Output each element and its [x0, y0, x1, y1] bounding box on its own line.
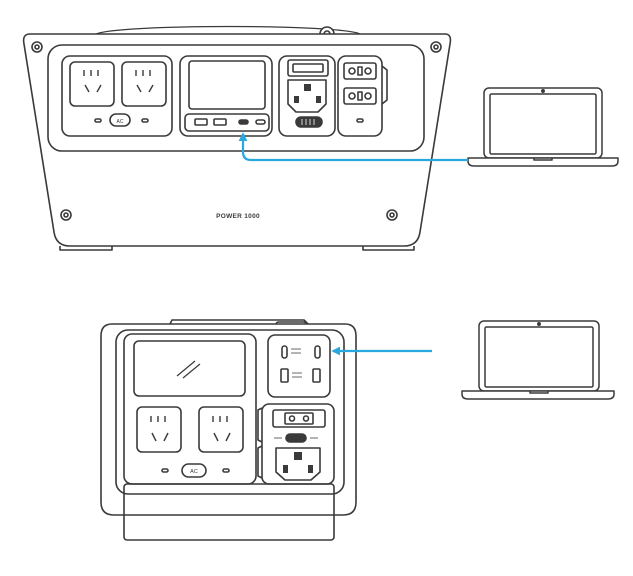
usb-a-port-icon [280, 368, 321, 383]
ac-outlet-icon [69, 61, 115, 107]
iec-socket-icon [275, 447, 321, 481]
ac-label: AC [190, 469, 198, 475]
iec-socket-icon [287, 79, 327, 113]
usb-c-port-icon [238, 119, 266, 125]
ac-button[interactable] [109, 113, 131, 127]
power-toggle-switch[interactable] [295, 116, 323, 128]
laptop-icon [467, 87, 619, 167]
ac-button[interactable] [181, 463, 207, 478]
ac-outlet-icon [198, 406, 244, 453]
display-screen [133, 340, 246, 397]
model-label: POWER 1000 [216, 213, 260, 220]
laptop-icon [461, 320, 615, 400]
display-screen [188, 60, 266, 110]
usb-c-port-icon [281, 345, 321, 359]
arrow-icon [238, 132, 468, 162]
dc-anderson-port-icon [343, 62, 377, 80]
ac-label: AC [117, 119, 124, 125]
power-toggle-switch[interactable] [285, 433, 307, 443]
ac-outlet-icon [136, 406, 182, 453]
dc-anderson-port-icon [272, 409, 326, 428]
screw-icon [31, 41, 442, 221]
power-station-front [22, 25, 452, 251]
usb-a-port-icon [194, 118, 227, 126]
power-station-compact [100, 319, 357, 541]
ac-outlet-icon [121, 61, 167, 107]
dc-anderson-port-icon [343, 87, 377, 105]
